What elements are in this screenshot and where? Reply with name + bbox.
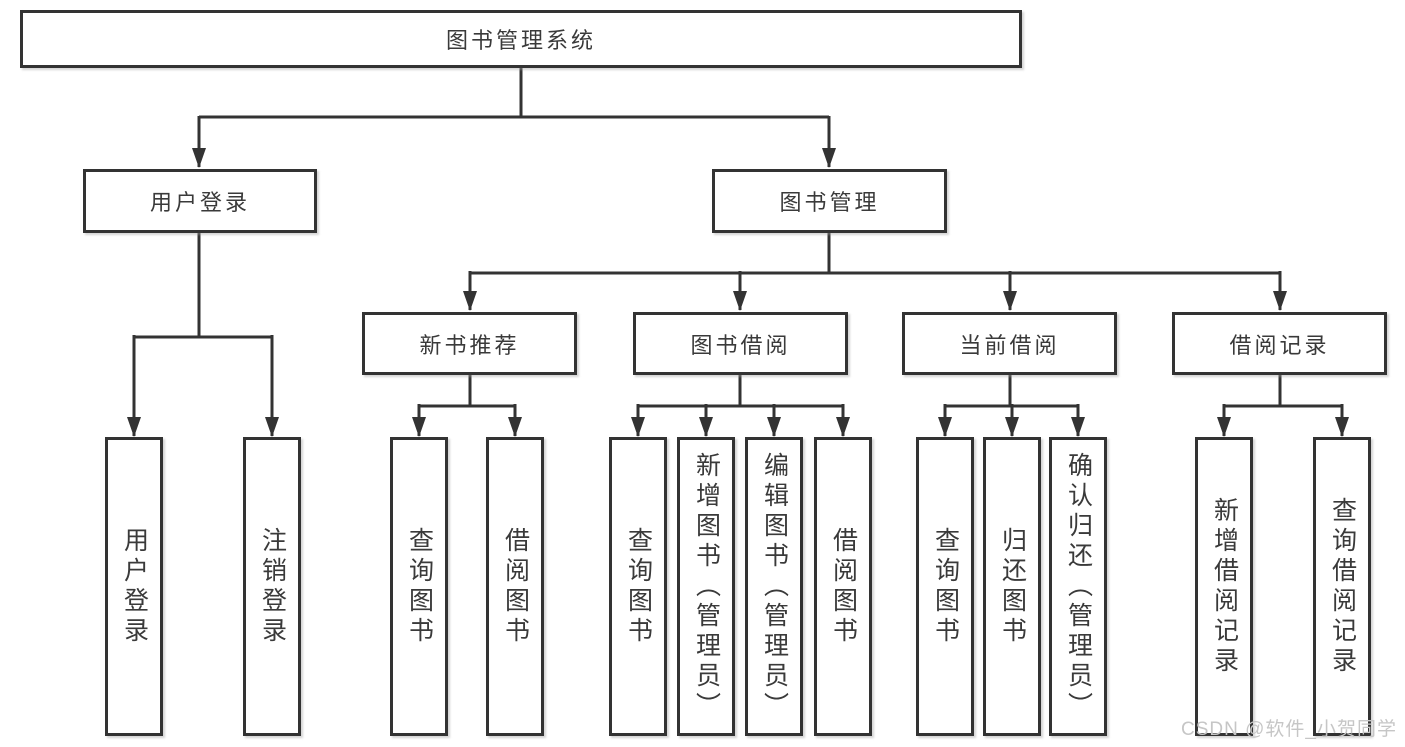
edge-skeleton	[134, 68, 1342, 408]
leaf-borrow-books-borrowing: 借阅图书	[814, 437, 872, 736]
leaf-add-borrow-record-label: 新增借阅记录	[1210, 496, 1239, 677]
watermark: CSDN @软件_小贺同学	[1181, 719, 1397, 740]
node-book-borrowing: 图书借阅	[633, 312, 848, 375]
node-root: 图书管理系统	[20, 10, 1022, 68]
node-user-login: 用户登录	[83, 169, 317, 233]
node-borrowing-records-label: 借阅记录	[1229, 332, 1330, 358]
node-current-borrowing-label: 当前借阅	[959, 332, 1060, 358]
leaf-add-borrow-record: 新增借阅记录	[1195, 437, 1253, 736]
leaf-query-books-recommend: 查询图书	[390, 437, 448, 736]
node-book-management: 图书管理	[712, 169, 947, 233]
leaf-add-books-admin-label: 新增图书（管理员）	[692, 451, 721, 722]
leaf-user-login: 用户登录	[105, 437, 163, 736]
leaf-edit-books-admin: 编辑图书（管理员）	[745, 437, 803, 736]
node-book-management-label: 图书管理	[779, 190, 880, 215]
node-user-login-label: 用户登录	[149, 190, 250, 215]
leaf-borrow-books-borrowing-label: 借阅图书	[829, 526, 858, 647]
leaf-confirm-return-admin-label: 确认归还（管理员）	[1064, 451, 1093, 722]
leaf-borrow-books-recommend: 借阅图书	[486, 437, 544, 736]
leaf-query-books-recommend-label: 查询图书	[405, 526, 434, 647]
leaf-return-books: 归还图书	[983, 437, 1041, 736]
node-new-book-recommend: 新书推荐	[362, 312, 577, 375]
leaf-query-books-current: 查询图书	[916, 437, 974, 736]
leaf-query-books-borrowing-label: 查询图书	[624, 526, 653, 647]
node-new-book-recommend-label: 新书推荐	[419, 332, 520, 358]
leaf-query-borrow-record: 查询借阅记录	[1313, 437, 1371, 736]
leaf-add-books-admin: 新增图书（管理员）	[677, 437, 735, 736]
leaf-query-books-borrowing: 查询图书	[609, 437, 667, 736]
leaf-borrow-books-recommend-label: 借阅图书	[501, 526, 530, 647]
leaf-query-books-current-label: 查询图书	[931, 526, 960, 647]
leaf-return-books-label: 归还图书	[998, 526, 1027, 647]
leaf-logout: 注销登录	[243, 437, 301, 736]
node-current-borrowing: 当前借阅	[902, 312, 1117, 375]
leaf-logout-label: 注销登录	[258, 526, 287, 647]
leaf-edit-books-admin-label: 编辑图书（管理员）	[760, 451, 789, 722]
leaf-user-login-label: 用户登录	[120, 526, 149, 647]
leaf-confirm-return-admin: 确认归还（管理员）	[1049, 437, 1107, 736]
leaf-query-borrow-record-label: 查询借阅记录	[1328, 496, 1357, 677]
node-book-borrowing-label: 图书借阅	[690, 332, 791, 358]
node-borrowing-records: 借阅记录	[1172, 312, 1387, 375]
node-root-label: 图书管理系统	[445, 28, 596, 53]
